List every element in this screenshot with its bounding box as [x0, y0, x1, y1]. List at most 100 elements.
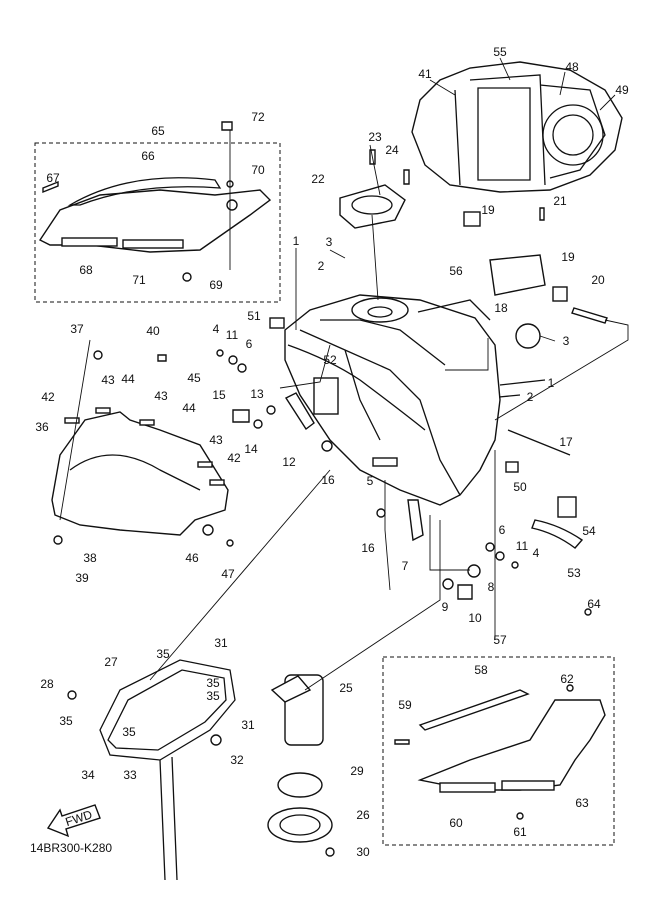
callout: 11 [516, 539, 529, 553]
callout: 41 [418, 67, 432, 81]
callout: 43 [209, 433, 223, 447]
callout: 66 [141, 149, 155, 163]
callout: 59 [398, 698, 412, 712]
callout: 35 [122, 725, 136, 739]
callout: 43 [101, 373, 115, 387]
callout: 63 [575, 796, 589, 810]
callout: 19 [481, 203, 495, 217]
callout: 19 [561, 250, 575, 264]
callouts: 55 41 48 49 65 72 66 70 67 23 24 22 19 2… [35, 45, 629, 859]
callout: 33 [123, 768, 137, 782]
callout: 17 [559, 435, 573, 449]
callout: 31 [241, 718, 255, 732]
callout: 31 [214, 636, 228, 650]
callout: 49 [615, 83, 629, 97]
callout: 25 [339, 681, 353, 695]
callout: 42 [227, 451, 241, 465]
front-cover [51, 350, 234, 547]
callout: 71 [132, 273, 146, 287]
fuel-cap [339, 149, 410, 229]
callout: 36 [35, 420, 49, 434]
callout: 65 [151, 124, 165, 138]
callout: 29 [350, 764, 364, 778]
callout: 6 [246, 337, 253, 351]
callout: 8 [488, 580, 495, 594]
callout: 69 [209, 278, 223, 292]
callout: 58 [474, 663, 488, 677]
callout: 16 [321, 473, 335, 487]
fuel-tank [284, 294, 546, 506]
callout: 5 [367, 474, 374, 488]
callout: 57 [493, 633, 507, 647]
side-cover-left [38, 121, 272, 282]
callout: 1 [548, 376, 555, 390]
callout: 3 [563, 334, 570, 348]
callout: 70 [251, 163, 265, 177]
callout: 4 [533, 546, 540, 560]
callout: 35 [59, 714, 73, 728]
callout: 60 [449, 816, 463, 830]
callout: 54 [582, 524, 596, 538]
callout: 62 [560, 672, 574, 686]
fuel-pump [267, 674, 335, 857]
callout: 48 [565, 60, 579, 74]
callout: 20 [591, 273, 605, 287]
callout: 4 [213, 322, 220, 336]
callout: 16 [361, 541, 375, 555]
callout: 13 [250, 387, 264, 401]
tank-top-view [411, 61, 623, 193]
callout: 35 [206, 689, 220, 703]
callout: 30 [356, 845, 370, 859]
callout: 68 [79, 263, 93, 277]
callout: 38 [83, 551, 97, 565]
callout: 15 [212, 388, 226, 402]
callout: 34 [81, 768, 95, 782]
callout: 50 [513, 480, 527, 494]
callout: 44 [182, 401, 196, 415]
callout: 35 [156, 647, 170, 661]
side-cover-right [394, 608, 606, 820]
callout: 61 [513, 825, 527, 839]
callout: 32 [230, 753, 244, 767]
callout: 21 [553, 194, 567, 208]
seat-rail-frame [67, 659, 236, 881]
callout: 27 [104, 655, 118, 669]
callout: 28 [40, 677, 54, 691]
callout: 51 [247, 309, 261, 323]
fwd-arrow: FWD [46, 804, 101, 838]
callout: 43 [154, 389, 168, 403]
callout: 2 [527, 390, 534, 404]
callout: 23 [368, 130, 382, 144]
callout: 7 [402, 559, 409, 573]
callout: 47 [221, 567, 235, 581]
callout: 37 [70, 322, 84, 336]
callout: 64 [587, 597, 601, 611]
callout: 67 [46, 171, 60, 185]
callout: 11 [226, 328, 239, 342]
callout: 56 [449, 264, 463, 278]
callout: 35 [206, 676, 220, 690]
diagram-code: 14BR300-K280 [30, 841, 112, 855]
leader-lines [59, 57, 629, 691]
callout: 2 [318, 259, 325, 273]
callout: 55 [493, 45, 507, 59]
callout: 6 [499, 523, 506, 537]
fwd-label: FWD [64, 807, 95, 829]
callout: 24 [385, 143, 399, 157]
callout: 26 [356, 808, 370, 822]
callout: 3 [326, 235, 333, 249]
mounting-hardware [216, 317, 584, 600]
group-box-65 [34, 142, 281, 303]
callout: 46 [185, 551, 199, 565]
callout: 45 [187, 371, 201, 385]
callout: 52 [323, 353, 337, 367]
group-box-57 [382, 656, 615, 846]
callout: 72 [251, 110, 265, 124]
callout: 18 [494, 301, 508, 315]
callout: 14 [244, 442, 258, 456]
callout: 9 [442, 600, 449, 614]
callout: 22 [311, 172, 325, 186]
callout: 39 [75, 571, 89, 585]
